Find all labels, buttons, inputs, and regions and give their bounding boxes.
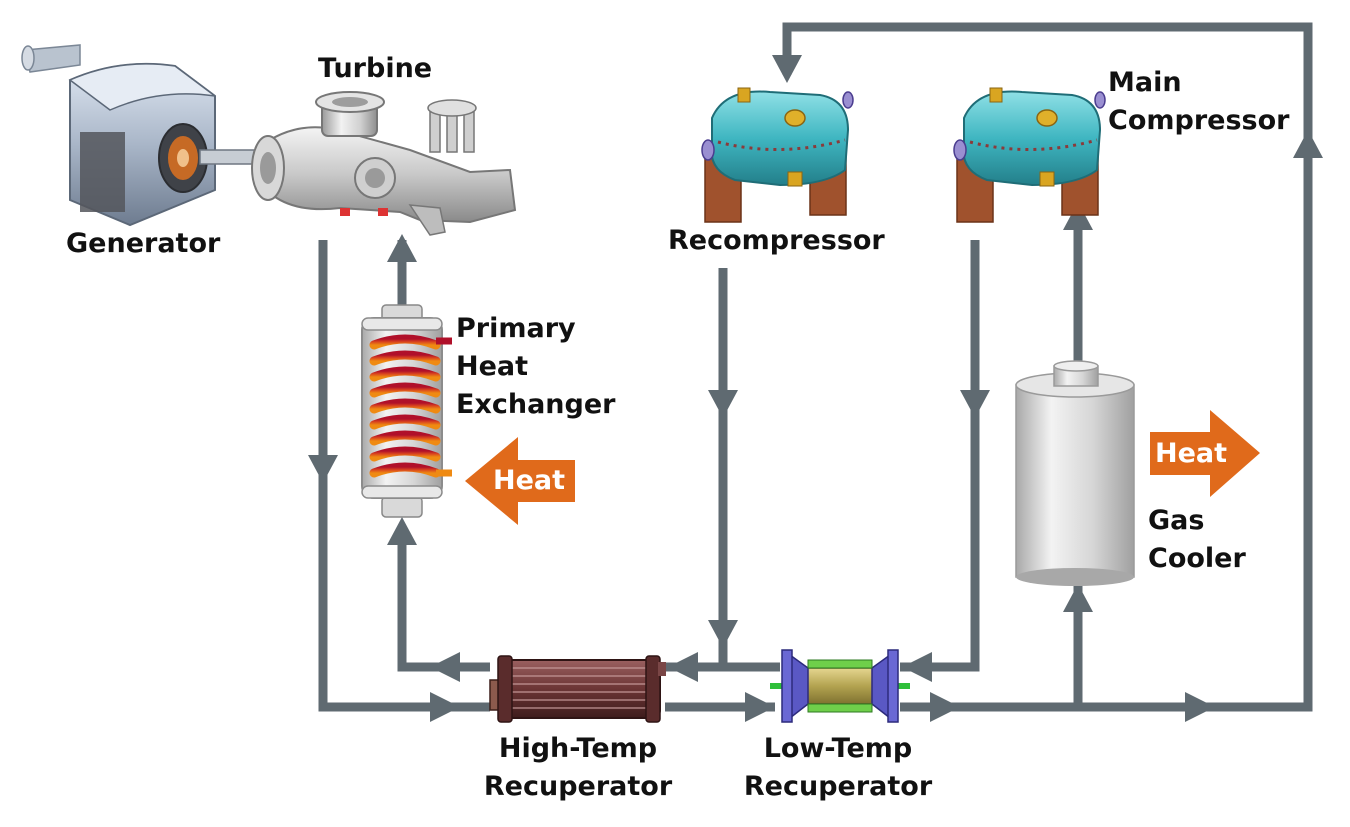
- primary-hx-label-line1: Primary: [456, 313, 576, 344]
- ht-recuperator-label-line2: Recuperator: [483, 771, 673, 802]
- main-compressor-label-line1: Main: [1108, 67, 1182, 98]
- primary-hx-label: Primary Heat Exchanger: [456, 310, 615, 424]
- gas-cooler-label: Gas Cooler: [1148, 502, 1246, 578]
- generator-label: Generator: [66, 228, 221, 259]
- arrow-up-to-turbine: [387, 234, 417, 262]
- recompressor-label: Recompressor: [668, 225, 885, 256]
- ht-recuperator-icon: [489, 655, 666, 723]
- arrow-down-main-compressor-line: [960, 390, 990, 418]
- lt-recuperator-label-line1: Low-Temp: [763, 733, 913, 764]
- gas-cooler-label-line1: Gas: [1148, 505, 1205, 536]
- pipe-htr-to-primary-hx: [397, 530, 490, 672]
- turbine-label: Turbine: [318, 53, 433, 84]
- arrow-right-htr-to-ltr: [745, 692, 775, 722]
- heat-exchanger-coil-icon: [361, 304, 452, 518]
- arrow-right-ltr-out: [930, 692, 960, 722]
- main-compressor-label-line2: Compressor: [1108, 105, 1290, 136]
- main-compressor-icon: [953, 87, 1106, 223]
- recompressor-icon: [701, 87, 854, 223]
- heat-out-arrow: [1150, 410, 1260, 497]
- turbine-icon: [251, 91, 517, 236]
- arrow-up-to-primary-hx: [387, 517, 417, 545]
- heat-in-label: Heat: [493, 465, 566, 496]
- arrow-left-htr-cold-out: [430, 652, 460, 682]
- heat-out-label: Heat: [1155, 438, 1228, 469]
- pipe-main-compressor-to-ltr: [900, 240, 980, 672]
- arrow-up-to-gas-cooler: [1063, 584, 1093, 612]
- lt-recuperator-label-line2: Recuperator: [743, 771, 933, 802]
- arrow-left-to-htr: [668, 652, 698, 682]
- primary-hx-label-line3: Exchanger: [456, 389, 616, 420]
- arrow-left-into-ltr: [902, 652, 932, 682]
- generator-icon: [21, 44, 256, 227]
- ht-recuperator-label-line1: High-Temp: [498, 733, 658, 764]
- arrow-down-to-recompressor: [772, 55, 802, 83]
- arrow-down-recompressor-2: [708, 620, 738, 648]
- ht-recuperator-label: High-Temp Recuperator: [478, 730, 678, 806]
- primary-hx-label-line2: Heat: [456, 351, 529, 382]
- lt-recuperator-label: Low-Temp Recuperator: [738, 730, 938, 806]
- heat-in-arrow: [465, 437, 575, 525]
- arrow-up-right-loop: [1293, 130, 1323, 158]
- flow-arrows: [308, 55, 1323, 722]
- pipe-ltr-outlet-loop: [782, 22, 1313, 712]
- lt-recuperator-icon: [770, 649, 910, 723]
- arrow-up-to-main-compressor: [1063, 202, 1093, 230]
- gas-cooler-cylinder-icon: [1015, 360, 1135, 586]
- gas-cooler-label-line2: Cooler: [1148, 543, 1246, 574]
- arrow-down-turbine-line: [308, 455, 338, 483]
- main-compressor-label: Main Compressor: [1108, 64, 1289, 140]
- arrow-right-main-line: [1185, 692, 1215, 722]
- arrow-down-recompressor-1: [708, 390, 738, 418]
- arrow-right-into-htr: [430, 692, 460, 722]
